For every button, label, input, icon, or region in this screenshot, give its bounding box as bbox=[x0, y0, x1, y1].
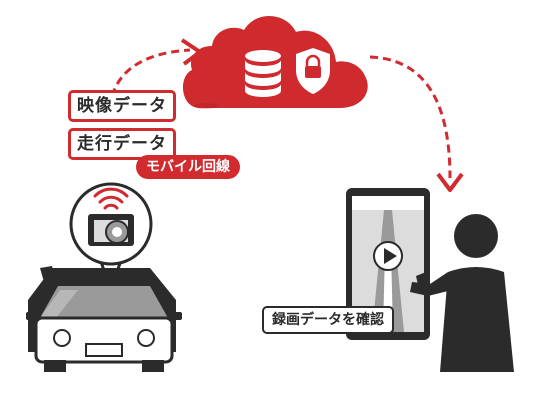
camera-icon bbox=[88, 214, 134, 246]
driving-data-label: 走行データ bbox=[68, 128, 176, 160]
arrow-cloud-to-phone bbox=[369, 55, 464, 192]
video-data-label: 映像データ bbox=[68, 90, 176, 122]
lock-shield-icon bbox=[296, 48, 330, 94]
play-icon bbox=[384, 248, 397, 264]
database-icon bbox=[245, 50, 281, 97]
mobile-line-badge: モバイル回線 bbox=[136, 155, 240, 179]
car-icon bbox=[26, 266, 182, 372]
check-recording-label: 録画データを確認 bbox=[262, 306, 394, 334]
wifi-icon bbox=[93, 187, 129, 210]
smartphone-icon bbox=[346, 188, 430, 340]
person-icon bbox=[410, 214, 514, 372]
